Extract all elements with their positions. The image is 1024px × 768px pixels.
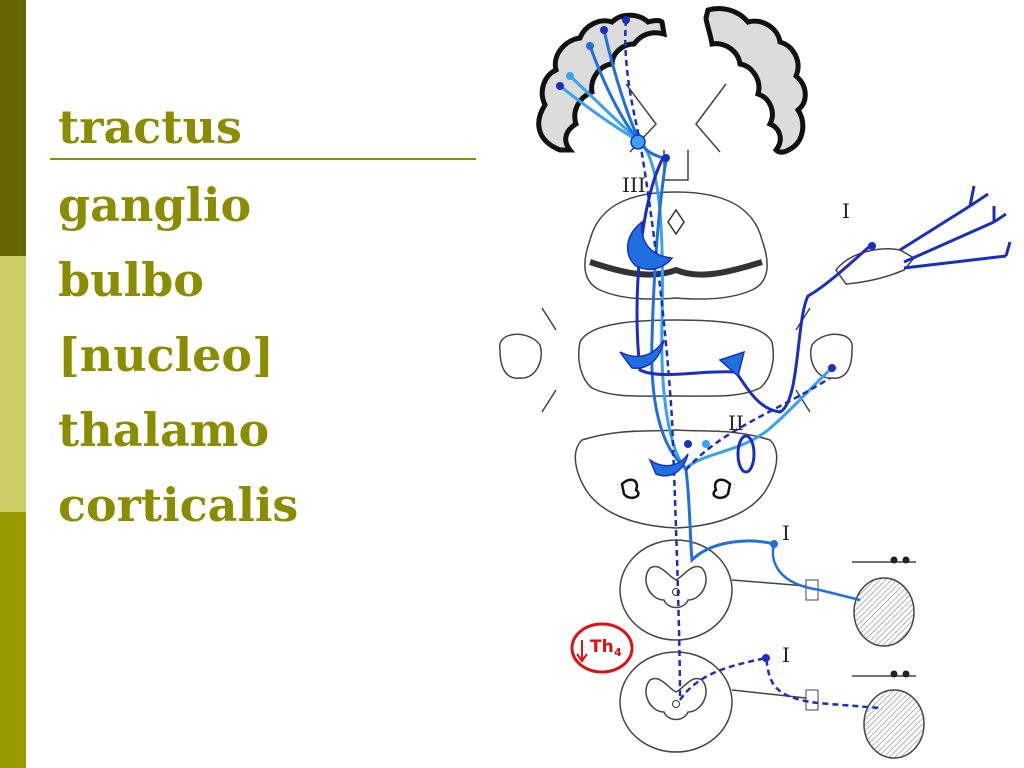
segment-label: Th <box>590 637 614 657</box>
term-tractus: tractus <box>58 100 242 154</box>
segment-badge: Th 4 <box>570 622 634 674</box>
synapse-points <box>556 16 876 662</box>
title-divider <box>50 158 476 160</box>
pons <box>499 307 853 413</box>
pontine-nucleus <box>619 339 746 378</box>
term-corticalis: corticalis <box>58 478 299 532</box>
label-neuron-ii: II <box>728 411 744 435</box>
thalamic-nucleus <box>627 220 674 270</box>
term-nucleo: [nucleo] <box>58 328 274 382</box>
label-neuron-iii: III <box>622 173 646 197</box>
term-bulbo: bulbo <box>58 253 204 307</box>
thalamus <box>584 191 768 300</box>
term-ganglio: ganglio <box>58 178 252 232</box>
spinal-cord-lower <box>619 651 733 753</box>
dorsal-root-ganglia <box>731 579 819 711</box>
sidebar-band-bottom <box>0 512 26 768</box>
pathway-mid-blue <box>588 29 833 470</box>
medullary-nucleus <box>648 434 756 477</box>
medulla-oblongata <box>574 429 778 529</box>
sidebar-band-top <box>0 0 26 256</box>
label-neuron-i-lower: I <box>782 643 790 667</box>
sidebar-accent <box>0 0 26 768</box>
muscle-receptors <box>852 556 925 759</box>
cerebral-cortex <box>536 6 808 181</box>
segment-subscript: 4 <box>614 646 622 659</box>
sidebar-band-middle <box>0 256 26 512</box>
tract-diagram: III I II I I Th 4 <box>499 6 1012 759</box>
term-thalamo: thalamo <box>58 403 270 457</box>
label-neuron-i-trigeminal: I <box>842 199 850 223</box>
label-neuron-i-upper: I <box>782 521 790 545</box>
spinal-cord-upper <box>619 539 733 641</box>
pathway-dark-blue <box>624 19 881 710</box>
facial-receptor <box>835 185 1012 285</box>
